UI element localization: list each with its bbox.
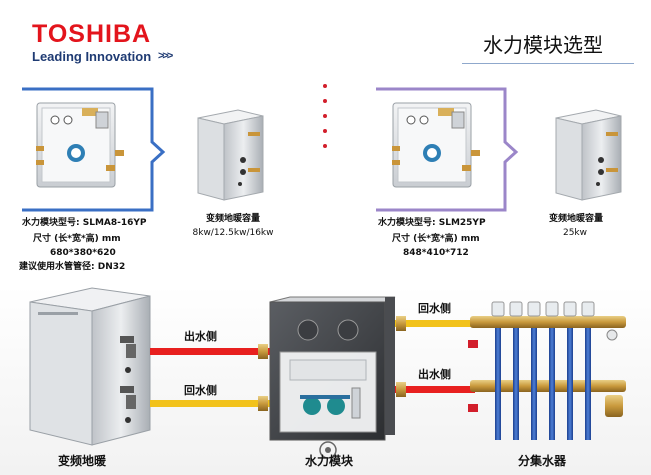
right-size-value: 848*410*712 [403, 248, 469, 258]
hydro-module-small-right [392, 102, 480, 188]
floor-heater-unit-right [555, 109, 622, 201]
left-pipe-spec: 建议使用水管管径: DN32 [19, 262, 126, 272]
left-size-value: 680*380*620 [50, 248, 116, 258]
hydro-module-cutaway [269, 296, 396, 459]
outlet-label-left: 出水侧 [184, 330, 217, 343]
chevron-arrows-icon: >>> [158, 50, 173, 62]
divider-dot [323, 84, 327, 88]
title-underline [462, 63, 634, 64]
heater-outdoor-unit [29, 287, 151, 446]
return-label-right: 回水侧 [418, 302, 451, 315]
divider-dot [323, 114, 327, 118]
divider-dot [323, 129, 327, 133]
floor-heater-unit-left [197, 109, 264, 201]
manifold-loops [495, 328, 591, 440]
right-heater-label: 变频地暖容量 [548, 214, 603, 224]
manifold-caption: 分集水器 [518, 454, 567, 468]
left-heater-capacity: 8kw/12.5kw/16kw [192, 228, 274, 238]
left-module-model: 水力模块型号: SLMA8-16YP [22, 218, 147, 228]
left-heater-label: 变频地暖容量 [205, 214, 260, 224]
return-label-left: 回水侧 [184, 384, 217, 397]
outlet-label-right: 出水侧 [418, 368, 451, 381]
hydro-module-small-left [36, 102, 124, 188]
left-size-label: 尺寸 (长*宽*高) mm [33, 234, 121, 244]
cold-pipe-right [395, 320, 475, 327]
heater-caption: 变频地暖 [58, 454, 107, 468]
right-size-label: 尺寸 (长*宽*高) mm [392, 234, 480, 244]
right-module-model: 水力模块型号: SLM25YP [378, 218, 486, 228]
divider-dot [323, 99, 327, 103]
hot-pipe-right [395, 386, 475, 393]
right-heater-capacity: 25kw [562, 228, 588, 238]
hot-pipe-left [150, 348, 270, 355]
right-bracket [376, 87, 519, 212]
manifold-actuators [491, 301, 595, 317]
manifold [468, 301, 626, 440]
left-bracket [22, 87, 166, 212]
toshiba-logo: TOSHIBA [32, 20, 152, 48]
tagline: Leading Innovation [32, 49, 152, 64]
page-title: 水力模块选型 [483, 33, 603, 57]
divider-dot [323, 144, 327, 148]
module-caption: 水力模块 [305, 454, 354, 468]
cold-pipe-left [150, 400, 270, 407]
